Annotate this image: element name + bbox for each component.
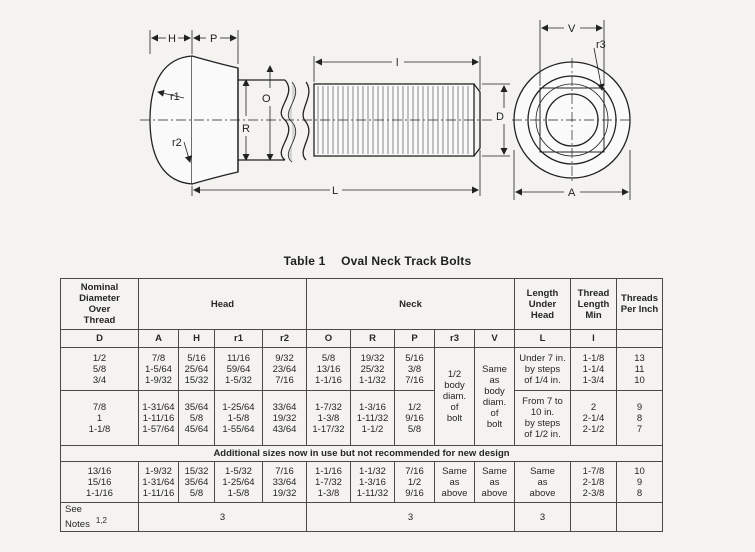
cell-r2: 33/64 19/32 43/64 [262,390,307,446]
subheader-r2: r2 [262,329,307,348]
cell-empty [616,501,663,533]
subheader-L: L [514,329,571,348]
label-r3: r3 [596,39,606,51]
cell-threads: 9 8 7 [616,390,663,446]
head-note-ref: 3 [138,501,307,533]
header-length: Length Under Head [514,278,571,330]
cell-A: 1-31/64 1-11/16 1-57/64 [138,390,179,446]
cell-R: 1-1/32 1-3/16 1-11/32 [350,461,395,503]
cell-O: 1-1/16 1-7/32 1-3/8 [306,461,351,503]
table-number: Table 1 [283,254,326,268]
cell-R: 19/32 25/32 1-1/32 [350,347,395,391]
label-r1: r1 [170,91,180,103]
bolt-technical-drawing: H P l V r3 r1 r2 O R D L A [140,20,632,200]
cell-P: 7/16 1/2 9/16 [394,461,435,503]
cell-O: 5/8 13/16 1-1/16 [306,347,351,391]
cell-r3: Same as above [434,461,475,503]
subheader-l: l [570,329,617,348]
cell-D: 1/2 5/8 3/4 [60,347,139,391]
cell-A: 1-9/32 1-31/64 1-11/16 [138,461,179,503]
cell-r1: 11/16 59/64 1-5/32 [214,347,263,391]
label-D: D [496,111,504,123]
cell-V: Same as above [474,461,515,503]
label-R: R [242,123,250,135]
length-note-ref: 3 [514,501,571,533]
subheader-blank [616,329,663,348]
table-row: 7/8 1 1-1/8 1-31/64 1-11/16 1-57/64 35/6… [60,390,663,446]
label-l: l [396,57,398,69]
cell-R: 1-3/16 1-11/32 1-1/2 [350,390,395,446]
cell-l: 1-1/8 1-1/4 1-3/4 [570,347,617,391]
end-view-dimensions [513,20,631,200]
notes-row: See Notes 1,2 3 3 3 [60,501,663,533]
label-A: A [568,187,576,199]
cell-P: 1/2 9/16 5/8 [394,390,435,446]
subheader-row: D A H r1 r2 O R P r3 V L l [60,329,663,348]
table-row: 13/16 15/16 1-1/16 1-9/32 1-31/64 1-11/1… [60,461,663,503]
subheader-r3: r3 [434,329,475,348]
cell-empty [570,501,617,533]
cell-V: Same as body diam. of bolt [474,347,515,446]
header-threads-per-inch: Threads Per Inch [616,278,663,330]
table-row: 1/2 5/8 3/4 7/8 1-5/64 1-9/32 5/16 25/64… [60,347,663,446]
cell-A: 7/8 1-5/64 1-9/32 [138,347,179,391]
label-O: O [262,93,271,105]
header-thread-length: Thread Length Min [570,278,617,330]
subheader-A: A [138,329,179,348]
label-L: L [332,185,338,197]
subheader-P: P [394,329,435,348]
bolt-side-view [140,55,495,185]
header-nominal: Nominal Diameter Over Thread [60,278,139,330]
header-head: Head [138,278,307,330]
cell-l: 1-7/8 2-1/8 2-3/8 [570,461,617,503]
subheader-r1: r1 [214,329,263,348]
label-V: V [568,23,576,35]
cell-r1: 1-5/32 1-25/64 1-5/8 [214,461,263,503]
drawing-labels: H P l V r3 r1 r2 O R D L A [168,23,606,199]
cell-D: 13/16 15/16 1-1/16 [60,461,139,503]
subheader-O: O [306,329,351,348]
see-notes-label: See Notes [65,504,90,531]
label-H: H [168,33,176,45]
cell-r3: 1/2 body diam. of bolt [434,347,475,446]
subheader-D: D [60,329,139,348]
cell-L: Under 7 in. by steps of 1/4 in. [514,347,571,391]
cell-r2: 9/32 23/64 7/16 [262,347,307,391]
bolt-end-view [512,58,632,182]
table-name: Oval Neck Track Bolts [341,254,472,268]
oval-neck-track-bolts-table: Nominal Diameter Over Thread Head Neck L… [60,278,663,533]
cell-r1: 1-25/64 1-5/8 1-55/64 [214,390,263,446]
subheader-V: V [474,329,515,348]
cell-threads: 13 11 10 [616,347,663,391]
subheader-H: H [178,329,215,348]
label-P: P [210,33,217,45]
see-notes-cell: See Notes 1,2 [60,501,139,533]
additional-sizes-note: Additional sizes now in use but not reco… [60,445,663,462]
dimension-lines [149,30,510,196]
cell-P: 5/16 3/8 7/16 [394,347,435,391]
cell-L: From 7 to 10 in. by steps of 1/2 in. [514,390,571,446]
header-neck: Neck [306,278,515,330]
cell-O: 1-7/32 1-3/8 1-17/32 [306,390,351,446]
cell-l: 2 2-1/4 2-1/2 [570,390,617,446]
subheader-R: R [350,329,395,348]
cell-H: 5/16 25/64 15/32 [178,347,215,391]
see-notes-refs: 1,2 [95,516,107,525]
cell-threads: 10 9 8 [616,461,663,503]
table-title: Table 1 Oval Neck Track Bolts [0,254,755,268]
label-r2: r2 [172,137,182,149]
cell-D: 7/8 1 1-1/8 [60,390,139,446]
cell-H: 35/64 5/8 45/64 [178,390,215,446]
cell-r2: 7/16 33/64 19/32 [262,461,307,503]
additional-sizes-row: Additional sizes now in use but not reco… [60,445,663,462]
cell-H: 15/32 35/64 5/8 [178,461,215,503]
neck-note-ref: 3 [306,501,515,533]
header-row: Nominal Diameter Over Thread Head Neck L… [60,278,663,330]
cell-L: Same as above [514,461,571,503]
